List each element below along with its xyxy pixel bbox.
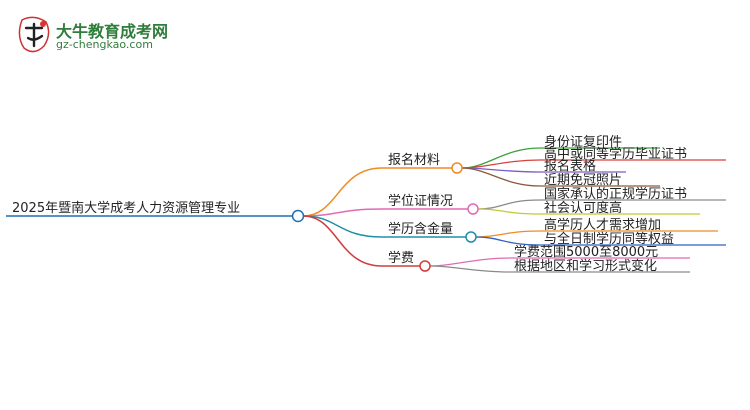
branch-1-leaf-1-label[interactable]: 身份证复印件 — [544, 134, 622, 150]
branch-2-link — [302, 208, 383, 217]
branch-1-leaf-3-label[interactable]: 报名表格 — [544, 158, 596, 174]
branch-1-collapse-toggle[interactable] — [451, 162, 463, 174]
mindmap-nodes: 2025年暨南大学成考人力资源管理专业 报名材料 身份证复印件高中或同等学历毕业证书… — [12, 134, 687, 274]
branch-2-leaf-1-link — [477, 199, 541, 210]
branch-1-leaf-3-link — [461, 167, 541, 173]
branch-4-leaf-1-link — [429, 257, 511, 267]
branch-2-leaf-1-label[interactable]: 国家承认的正规学历证书 — [544, 186, 687, 202]
branch-1-link — [302, 167, 383, 217]
branch-2-collapse-toggle[interactable] — [467, 203, 479, 215]
logo-emblem-icon — [18, 16, 50, 53]
branch-2-leaf-2-label[interactable]: 社会认可度高 — [544, 200, 622, 216]
branch-2-label[interactable]: 学位证情况 — [388, 193, 453, 209]
branch-3-leaf-1-link — [475, 230, 541, 238]
branch-1-leaf-2-label[interactable]: 高中或同等学历毕业证书 — [544, 146, 687, 162]
branch-4-leaf-2-label[interactable]: 根据地区和学习形式变化 — [514, 258, 657, 274]
branch-3-collapse-toggle[interactable] — [465, 231, 477, 243]
branch-2-leaf-2-link — [477, 208, 541, 215]
branch-1-leaf-2-link — [461, 159, 541, 169]
logo-title: 大牛教育成考网 — [56, 22, 169, 41]
branch-3-label[interactable]: 学历含金量 — [388, 221, 453, 237]
branch-3-leaf-1-label[interactable]: 高学历人才需求增加 — [544, 217, 661, 233]
branch-4-leaf-2-link — [429, 265, 511, 273]
root-collapse-toggle[interactable] — [291, 209, 305, 223]
branch-1-label[interactable]: 报名材料 — [388, 152, 440, 168]
branch-4-leaf-1-label[interactable]: 学费范围5000至8000元 — [514, 244, 658, 260]
branch-1-leaf-1-link — [461, 147, 541, 169]
branch-1-leaf-4-link — [461, 167, 541, 187]
site-logo[interactable]: 大牛教育成考网 gz-chengkao.com — [16, 16, 256, 60]
mindmap-links — [6, 147, 726, 273]
branch-4-collapse-toggle[interactable] — [419, 260, 431, 272]
branch-3-leaf-2-label[interactable]: 与全日制学历同等权益 — [544, 231, 674, 247]
branch-3-link — [302, 215, 383, 238]
branch-1-leaf-4-label[interactable]: 近期免冠照片 — [544, 173, 622, 188]
branch-4-link — [302, 215, 383, 267]
root-topic[interactable]: 2025年暨南大学成考人力资源管理专业 — [12, 200, 240, 216]
logo-url: gz-chengkao.com — [56, 38, 153, 51]
branch-3-leaf-2-link — [475, 236, 541, 246]
branch-4-label[interactable]: 学费 — [388, 250, 414, 266]
